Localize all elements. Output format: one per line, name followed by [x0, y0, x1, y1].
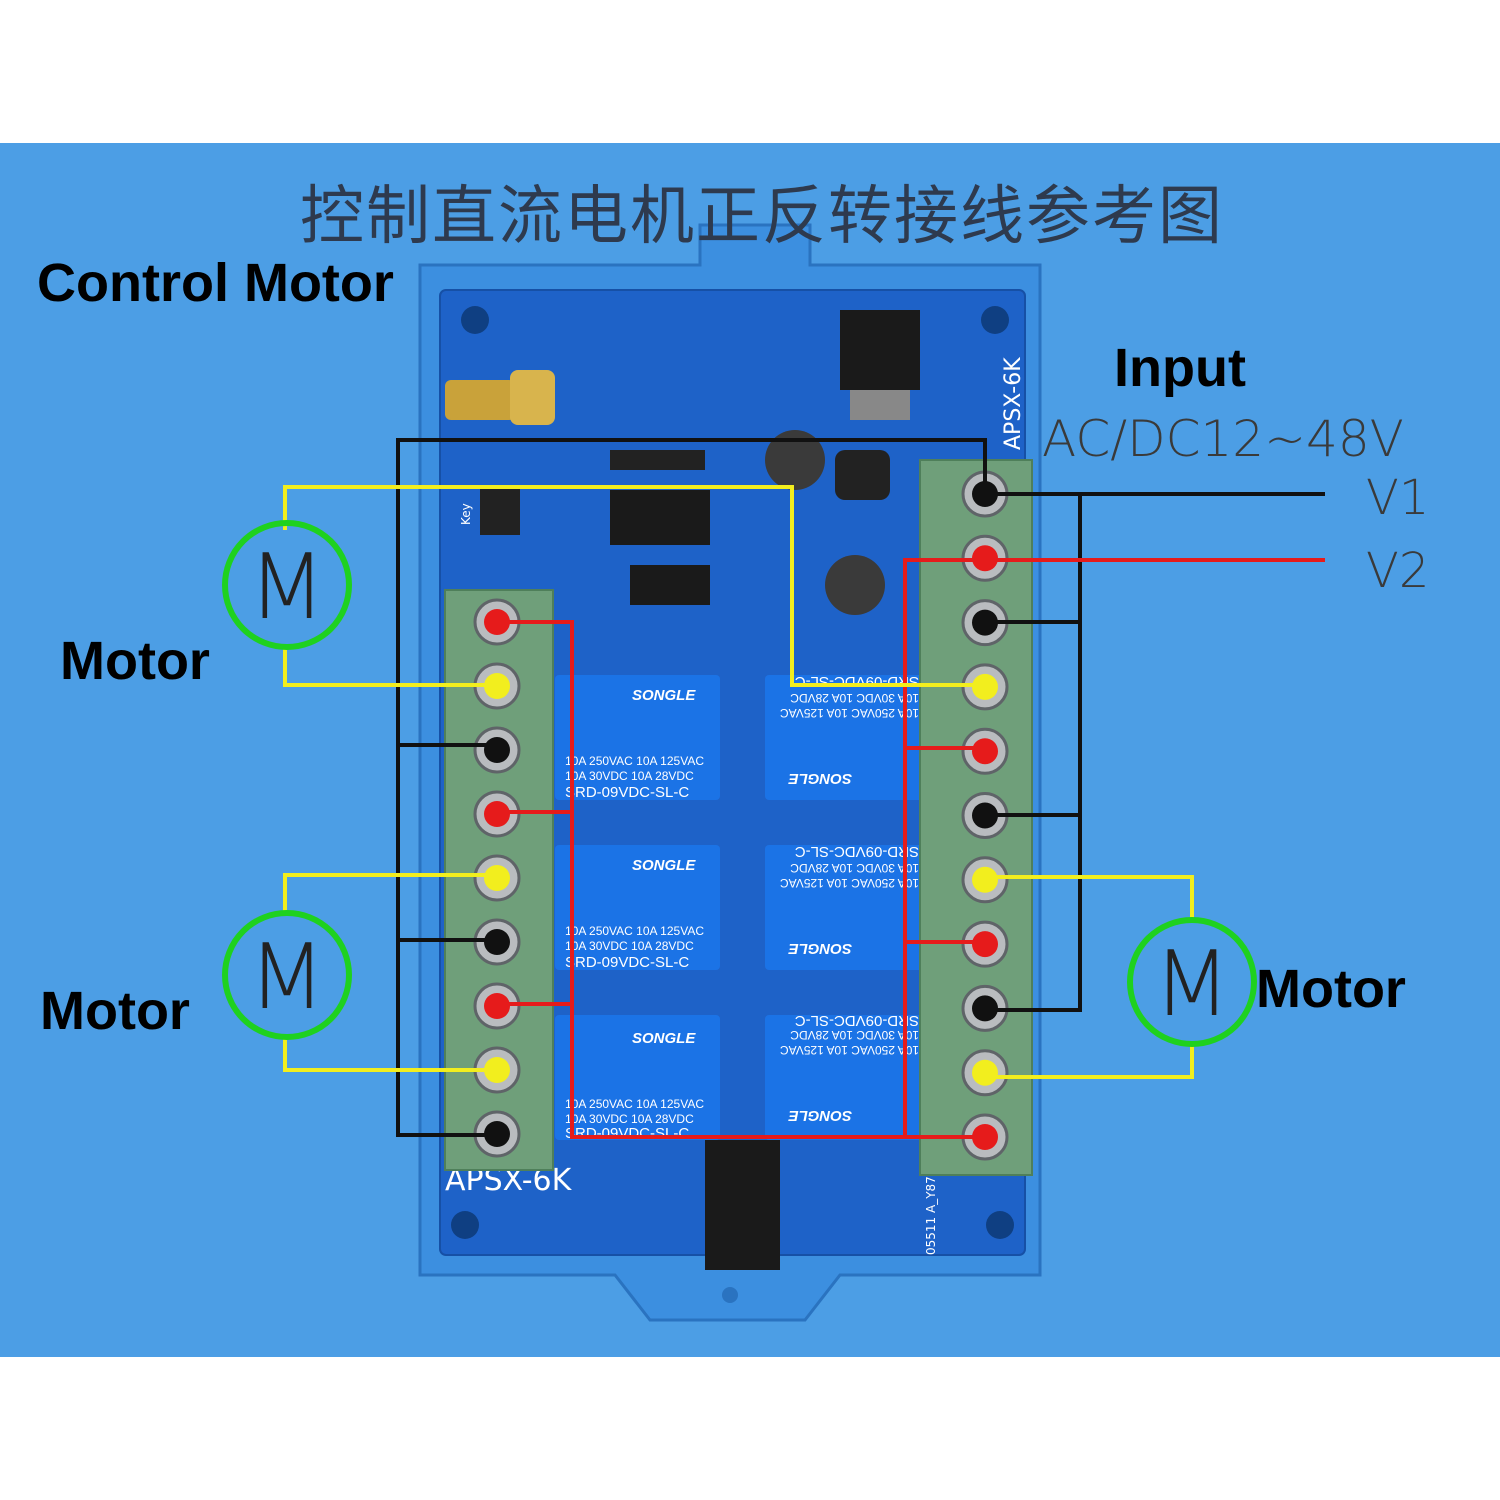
relay-model: SRD-09VDC-SL-C [565, 954, 689, 971]
key-label: Key [459, 503, 473, 525]
wire-black-right-bus [985, 494, 1082, 1012]
wire-red-left-bus [497, 620, 905, 1139]
label-v1: V1 [1366, 470, 1430, 526]
red-wires [497, 558, 1325, 1139]
mount-hole [461, 306, 489, 334]
diagram-title: 控制直流电机正反转接线参考图 [300, 180, 1224, 254]
yellow-wires [283, 485, 1194, 1079]
relay-brand: SONGLE [788, 770, 852, 787]
relay-column-left [555, 675, 720, 1140]
relay [765, 675, 930, 800]
relay-rating: 10A 250VAC 10A 125VAC [780, 706, 919, 720]
label-input-range: AC/DC12~48V [1042, 410, 1404, 468]
antenna-connector [445, 380, 515, 420]
bottom-code: 05511 A_Y87 [924, 1176, 938, 1255]
relay-model: SRD-09VDC-SL-C [565, 1125, 689, 1142]
motor-symbol-left-top: M [222, 520, 352, 650]
relay-rating: 10A 250VAC 10A 125VAC [565, 754, 704, 768]
relay-rating: 10A 30VDC 10A 28VDC [790, 1028, 919, 1042]
black-wires [396, 438, 1325, 1137]
relay-rating: 10A 30VDC 10A 28VDC [790, 861, 919, 875]
dc-jack [705, 1140, 780, 1270]
relay-text-right: SONGLE 10A 250VAC 10A 125VAC 10A 30VDC 1… [780, 673, 919, 1124]
relay-brand: SONGLE [788, 1107, 852, 1124]
wire-marker-yellow [484, 865, 510, 891]
wire-yellow-control [283, 485, 985, 687]
wire-yellow [985, 875, 1194, 920]
relay-rating: 10A 30VDC 10A 28VDC [565, 769, 694, 783]
capacitor [765, 430, 825, 490]
relay-rating: 10A 30VDC 10A 28VDC [790, 691, 919, 705]
wire-yellow [985, 1043, 1194, 1079]
relay [555, 1015, 720, 1140]
relay-rating: 10A 250VAC 10A 125VAC [780, 1043, 919, 1057]
label-v2: V2 [1366, 543, 1430, 599]
label-motor-right: Motor [1256, 959, 1406, 1019]
mount-hole [981, 306, 1009, 334]
regulator [840, 310, 920, 390]
relay-brand: SONGLE [632, 687, 696, 704]
relay-model: SRD-09VDC-SL-C [795, 1012, 919, 1029]
relay-model: SRD-09VDC-SL-C [795, 843, 919, 860]
motor-symbol-left-bottom: M [222, 910, 352, 1040]
label-motor-left-bottom: Motor [40, 981, 190, 1041]
motor-letter: M [248, 925, 326, 1030]
wire-black-left-common [396, 438, 987, 1137]
ic-chip [630, 565, 710, 605]
wire-yellow [283, 1038, 497, 1072]
relay-model: SRD-09VDC-SL-C [565, 784, 689, 801]
mount-hole [722, 1287, 738, 1303]
relay-rating: 10A 250VAC 10A 125VAC [780, 876, 919, 890]
relay-model: SRD-09VDC-SL-C [795, 673, 919, 690]
label-control-motor: Control Motor [37, 253, 394, 313]
wire-marker-red [972, 931, 998, 958]
relay-column-right [765, 675, 930, 1140]
relay [555, 845, 720, 970]
label-input: Input [1114, 338, 1246, 398]
wire-red-right-bus [903, 558, 985, 1139]
mount-hole [451, 1211, 479, 1239]
relay [555, 675, 720, 800]
relay-rating: 10A 30VDC 10A 28VDC [565, 939, 694, 953]
learn-button [480, 485, 520, 535]
relay-rating: 10A 250VAC 10A 125VAC [565, 1097, 704, 1111]
ic-chip [610, 490, 710, 545]
mount-hole [986, 1211, 1014, 1239]
wire-yellow [283, 645, 497, 687]
motor-letter: M [248, 535, 326, 640]
relay [765, 845, 930, 970]
relay-brand: SONGLE [788, 940, 852, 957]
wire-marker-yellow [972, 1059, 998, 1086]
board-model-top: APSX-6K [1001, 357, 1026, 450]
capacitor [825, 555, 885, 615]
relay-brand: SONGLE [632, 857, 696, 874]
wire-marker-yellow [972, 866, 998, 893]
relay [765, 1015, 930, 1140]
inductor [835, 450, 890, 500]
relay-brand: SONGLE [632, 1030, 696, 1047]
label-motor-left-top: Motor [60, 631, 210, 691]
wire-marker-red [972, 738, 998, 765]
antenna-connector-elbow [510, 370, 555, 425]
motor-letter: M [1153, 932, 1231, 1037]
ic-chip [610, 450, 705, 470]
regulator-legs [850, 390, 910, 420]
wire-yellow [283, 873, 497, 915]
wire-marker-black [484, 737, 510, 763]
relay-rating: 10A 30VDC 10A 28VDC [565, 1112, 694, 1126]
relay-rating: 10A 250VAC 10A 125VAC [565, 924, 704, 938]
motor-symbol-right: M [1127, 917, 1257, 1047]
